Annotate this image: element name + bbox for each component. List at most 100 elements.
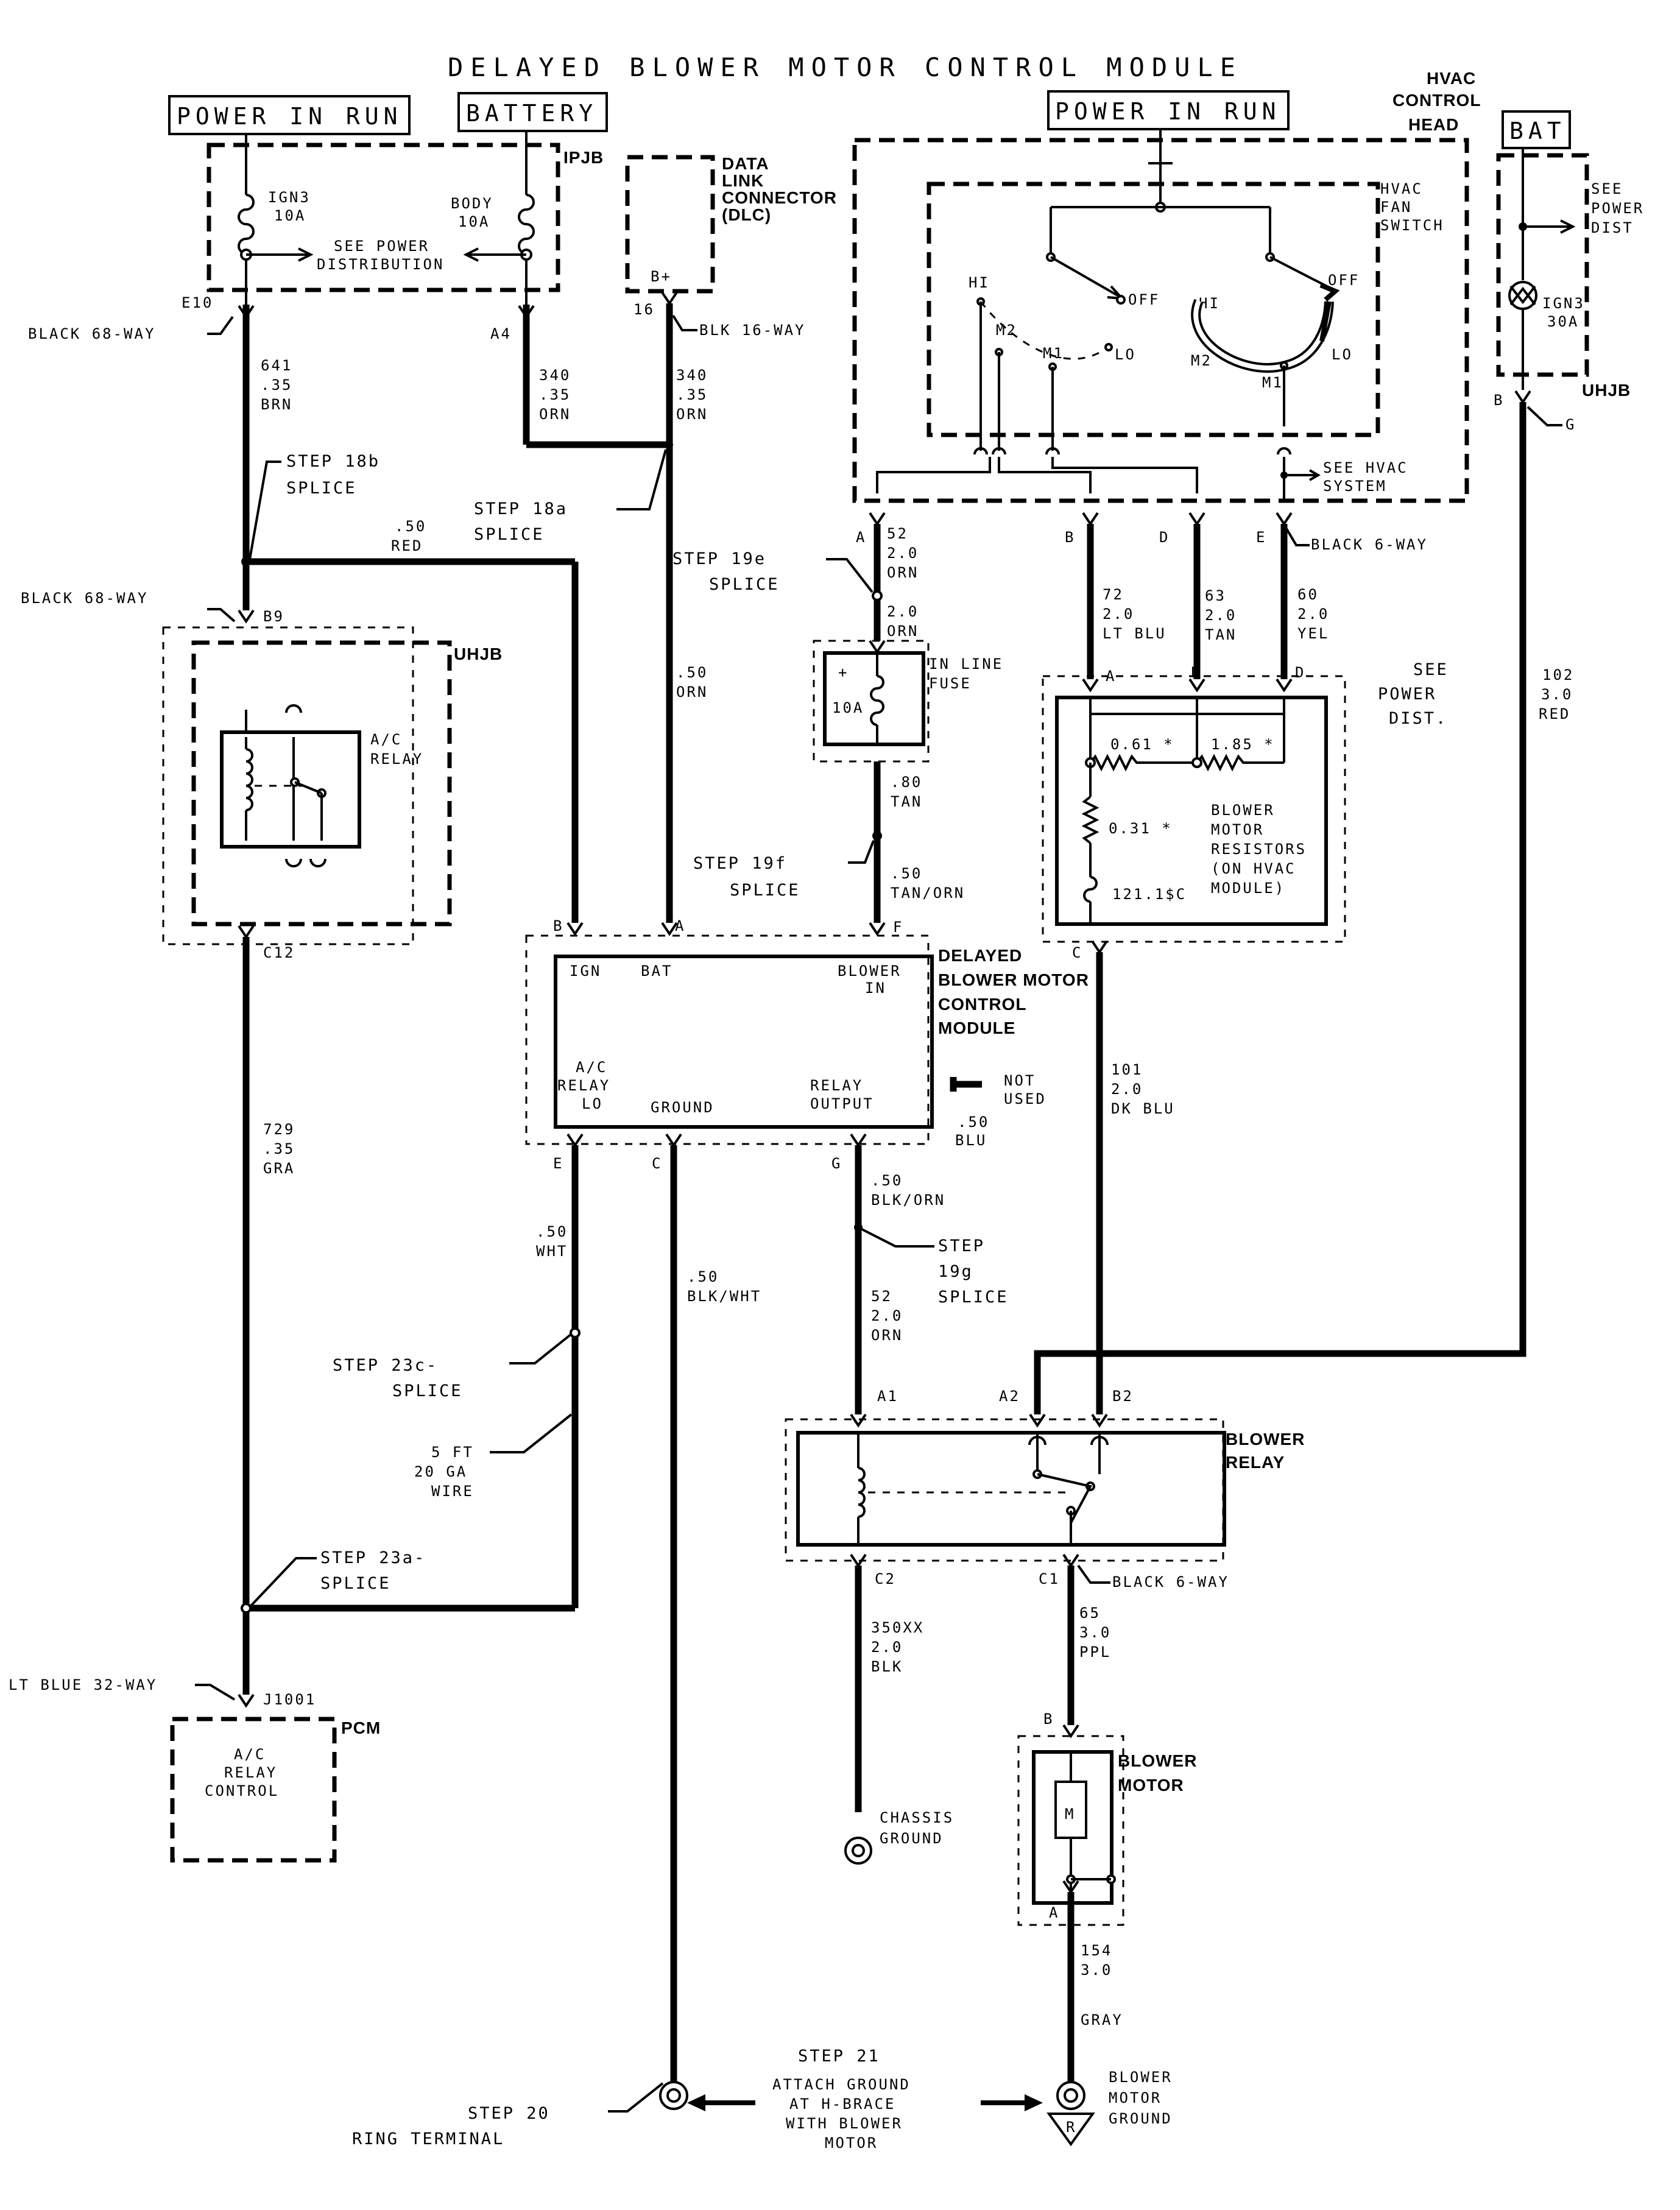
svg-text:WHT: WHT — [536, 1243, 568, 1260]
svg-text:BLACK 6-WAY: BLACK 6-WAY — [1112, 1573, 1229, 1590]
svg-text:.50: .50 — [687, 1268, 719, 1285]
svg-text:10A: 10A — [458, 213, 490, 230]
svg-text:LO: LO — [1332, 346, 1353, 363]
svg-text:CHASSIS: CHASSIS — [880, 1809, 954, 1826]
svg-text:2.0: 2.0 — [1297, 605, 1329, 623]
svg-text:CONTROL: CONTROL — [1392, 91, 1481, 110]
svg-text:SEE: SEE — [1591, 180, 1623, 197]
svg-text:TAN: TAN — [891, 793, 922, 810]
svg-text:IGN3: IGN3 — [1542, 295, 1585, 312]
svg-text:MOTOR: MOTOR — [825, 2134, 878, 2152]
svg-text:102: 102 — [1542, 666, 1574, 683]
svg-text:RED: RED — [391, 537, 423, 554]
svg-text:CONTROL: CONTROL — [938, 995, 1026, 1014]
svg-text:PPL: PPL — [1079, 1643, 1111, 1661]
svg-text:RELAY: RELAY — [224, 1764, 277, 1781]
svg-text:BLK: BLK — [871, 1658, 903, 1675]
svg-text:2.0: 2.0 — [887, 603, 919, 620]
svg-text:3.0: 3.0 — [1081, 1961, 1112, 1979]
svg-text:A2: A2 — [999, 1388, 1020, 1405]
svg-text:.50: .50 — [871, 1172, 903, 1189]
svg-text:SWITCH: SWITCH — [1380, 217, 1444, 234]
svg-text:GRA: GRA — [263, 1160, 295, 1177]
svg-text:BLK 16-WAY: BLK 16-WAY — [699, 322, 806, 339]
svg-text:OUTPUT: OUTPUT — [810, 1095, 874, 1112]
svg-text:POWER: POWER — [1591, 200, 1644, 217]
svg-text:G: G — [1565, 416, 1576, 433]
blower-motor-resistors: BLOWER MOTOR RESISTORS (ON HVAC MODULE) … — [1042, 675, 1346, 943]
svg-text:101: 101 — [1111, 1061, 1143, 1078]
svg-text:3.0: 3.0 — [1541, 686, 1573, 703]
svg-text:ORN: ORN — [887, 564, 919, 581]
svg-text:BLACK 68-WAY: BLACK 68-WAY — [28, 325, 155, 342]
svg-text:IN LINE: IN LINE — [929, 655, 1003, 673]
svg-text:STEP 18a: STEP 18a — [474, 500, 568, 518]
svg-text:C1: C1 — [1039, 1570, 1060, 1587]
svg-text:ATTACH GROUND: ATTACH GROUND — [772, 2076, 911, 2093]
svg-text:729: 729 — [263, 1121, 295, 1138]
pcm-block: PCM A/C RELAY CONTROL — [170, 1717, 380, 1863]
svg-text:SPLICE: SPLICE — [286, 479, 357, 498]
svg-text:STEP 21: STEP 21 — [798, 2047, 880, 2066]
svg-text:B9: B9 — [263, 608, 284, 625]
svg-text:ORN: ORN — [871, 1327, 903, 1344]
svg-text:BLOWER: BLOWER — [1118, 1751, 1197, 1770]
svg-text:M1: M1 — [1262, 374, 1283, 391]
svg-text:IPJB: IPJB — [563, 148, 604, 167]
svg-text:OFF: OFF — [1328, 272, 1360, 289]
svg-text:.35: .35 — [676, 386, 708, 403]
svg-text:72: 72 — [1103, 586, 1124, 603]
svg-text:RED: RED — [1539, 705, 1570, 722]
svg-text:STEP 20: STEP 20 — [468, 2104, 550, 2123]
svg-text:B+: B+ — [651, 268, 672, 285]
svg-text:SPLICE: SPLICE — [709, 575, 780, 594]
svg-text:.35: .35 — [261, 376, 292, 394]
svg-text:SPLICE: SPLICE — [730, 881, 800, 900]
svg-text:SPLICE: SPLICE — [392, 1382, 463, 1400]
svg-text:A: A — [675, 917, 685, 934]
svg-text:UHJB: UHJB — [1582, 381, 1631, 400]
svg-text:B: B — [553, 917, 563, 934]
svg-text:D: D — [1159, 529, 1170, 546]
svg-text:RELAY: RELAY — [810, 1077, 863, 1094]
wire-labels: 641 .35 BRN 340 .35 ORN 340 .35 ORN .50 … — [261, 357, 1574, 2028]
svg-text:2.0: 2.0 — [871, 1639, 903, 1656]
svg-text:J1001: J1001 — [263, 1691, 316, 1708]
svg-text:R: R — [1066, 2119, 1076, 2136]
svg-text:60: 60 — [1297, 586, 1319, 603]
svg-text:DK BLU: DK BLU — [1111, 1100, 1175, 1117]
svg-text:C: C — [1072, 944, 1082, 961]
blower-motor: BLOWER MOTOR M — [1017, 1735, 1197, 1926]
svg-text:(ON HVAC: (ON HVAC — [1211, 860, 1296, 877]
svg-text:ORN: ORN — [539, 406, 571, 423]
svg-text:HEAD: HEAD — [1408, 115, 1459, 134]
svg-text:10A: 10A — [832, 699, 864, 716]
svg-text:.50: .50 — [958, 1114, 989, 1131]
svg-text:A/C: A/C — [576, 1059, 607, 1076]
svg-text:STEP 19f: STEP 19f — [693, 854, 787, 873]
svg-text:OFF: OFF — [1128, 291, 1160, 308]
ipjb-block: IPJB IGN3 10A BODY 10A SEE POWER DISTRIB… — [206, 131, 604, 305]
svg-text:RESISTORS: RESISTORS — [1211, 841, 1307, 858]
svg-text:SEE HVAC: SEE HVAC — [1323, 459, 1408, 476]
svg-text:E: E — [1256, 529, 1266, 546]
svg-text:M: M — [1065, 1806, 1075, 1823]
svg-text:BLACK 6-WAY: BLACK 6-WAY — [1311, 536, 1428, 553]
svg-text:63: 63 — [1205, 587, 1226, 604]
svg-text:B2: B2 — [1112, 1388, 1134, 1405]
svg-text:LT BLU: LT BLU — [1103, 625, 1166, 642]
svg-text:SPLICE: SPLICE — [474, 525, 545, 544]
svg-text:GRAY: GRAY — [1081, 2011, 1123, 2028]
step-annotations: STEP 18b SPLICE STEP 18a SPLICE STEP 19e… — [249, 449, 1447, 2152]
svg-text:.35: .35 — [539, 386, 571, 403]
svg-text:MOTOR: MOTOR — [1118, 1776, 1184, 1795]
svg-text:+: + — [838, 664, 849, 681]
svg-text:STEP 23a-: STEP 23a- — [320, 1548, 426, 1567]
svg-text:HI: HI — [969, 274, 990, 291]
svg-text:.35: .35 — [263, 1140, 295, 1157]
svg-text:LT BLUE 32-WAY: LT BLUE 32-WAY — [9, 1676, 157, 1693]
svg-text:UHJB: UHJB — [454, 644, 503, 663]
svg-text:BLU: BLU — [955, 1132, 987, 1149]
svg-text:.80: .80 — [891, 774, 922, 791]
